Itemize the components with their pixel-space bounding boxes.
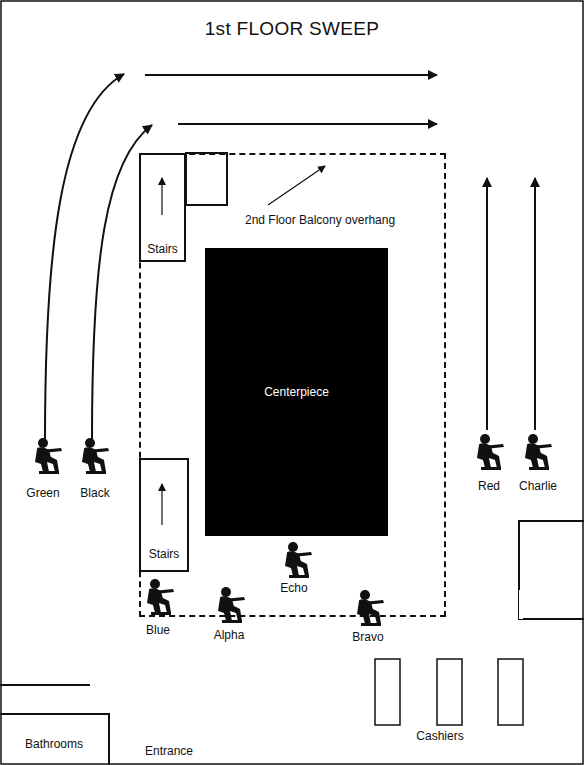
- stair-arrow: [161, 178, 162, 215]
- cashier-counter: [375, 659, 400, 725]
- route-arrow: [178, 123, 437, 125]
- diagram-title: 1st FLOOR SWEEP: [205, 18, 379, 40]
- route-arrow: [92, 125, 152, 440]
- position-label: Entrance: [145, 744, 193, 758]
- position-label: Black: [80, 486, 109, 500]
- stair-arrow: [161, 484, 162, 525]
- soldier-figure: [147, 579, 174, 615]
- route-arrow: [534, 178, 536, 430]
- cashier-counter: [437, 659, 462, 725]
- soldier-figure: [477, 434, 504, 470]
- route-arrow: [145, 74, 437, 76]
- position-label: Green: [26, 486, 59, 500]
- node-label: Stairs: [147, 242, 178, 256]
- node-label: 2nd Floor Balcony overhang: [245, 213, 395, 227]
- wall: [0, 684, 90, 686]
- wall: [519, 521, 584, 619]
- centerpiece: Centerpiece: [205, 248, 388, 536]
- node-label: Stairs: [149, 547, 180, 561]
- balcony-overhang: 2nd Floor Balcony overhangStairsCenterpi…: [139, 153, 446, 617]
- position-label: Echo: [280, 581, 307, 595]
- position-label: Bravo: [352, 630, 383, 644]
- position-label: Charlie: [519, 479, 557, 493]
- position-label: Blue: [146, 623, 170, 637]
- position-label: Alpha: [214, 628, 245, 642]
- soldier-figure: [218, 587, 245, 623]
- route-arrow: [486, 178, 488, 430]
- soldier-figure: [82, 438, 109, 474]
- soldier-figure: [285, 542, 312, 578]
- soldier-figure: [357, 590, 384, 626]
- doorway-gap: [519, 590, 523, 619]
- stairs-box: Stairs: [139, 458, 189, 572]
- position-label: Cashiers: [416, 729, 463, 743]
- landing-box: [186, 153, 227, 205]
- node-label: Bathrooms: [25, 737, 83, 751]
- stairs-box: Stairs: [139, 153, 186, 262]
- cashier-counter: [498, 659, 523, 725]
- leader-arrow: [268, 166, 325, 205]
- node-label: Centerpiece: [264, 385, 329, 399]
- bathrooms-box: Bathrooms: [0, 713, 110, 765]
- soldier-figure: [525, 434, 552, 470]
- position-label: Red: [478, 479, 500, 493]
- route-arrow: [45, 74, 124, 440]
- soldier-figure: [35, 438, 62, 474]
